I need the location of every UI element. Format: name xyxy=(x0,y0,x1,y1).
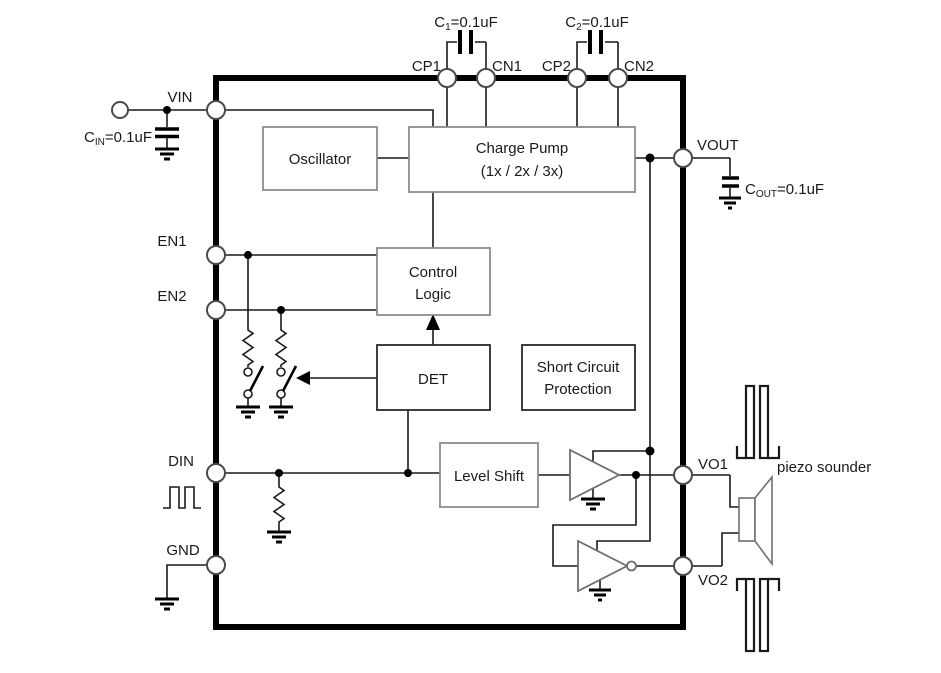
driver1-power-wire xyxy=(592,450,650,462)
din-ground-icon xyxy=(267,530,291,544)
pin-vout xyxy=(673,148,693,168)
pin-label-en1: EN1 xyxy=(157,233,186,250)
pin-gnd xyxy=(206,555,226,575)
pin-label-vin: VIN xyxy=(167,89,192,106)
control-logic-label-line1: Control xyxy=(409,264,457,281)
det-label: DET xyxy=(418,371,448,388)
driver1-ground-icon xyxy=(581,497,605,511)
driver2-inverter-icon xyxy=(577,539,629,593)
wire-nets xyxy=(128,30,741,611)
speaker-body xyxy=(738,497,756,542)
det-left-arrowhead xyxy=(296,371,310,385)
level-shift-block xyxy=(439,442,539,508)
c2-capacitor xyxy=(588,30,603,54)
pin-label-cn1: CN1 xyxy=(492,58,522,75)
pin-cn1 xyxy=(476,68,496,88)
junction-dot xyxy=(244,251,252,259)
labels: VIN EN1 EN2 DIN GND VOUT VO1 VO2 CP1 CN1… xyxy=(84,14,871,589)
cout-capacitor xyxy=(722,176,739,188)
driver2-ground-icon xyxy=(589,588,611,602)
cout-ground-icon xyxy=(719,196,741,210)
junction-dot xyxy=(277,306,285,314)
pulse-waveform-icon xyxy=(163,486,201,509)
driver1-buffer-icon xyxy=(569,448,621,502)
sound-bar xyxy=(758,384,770,460)
scp-label-line1: Short Circuit xyxy=(537,359,620,376)
pin-label-gnd: GND xyxy=(166,542,200,559)
c1-capacitor xyxy=(458,30,473,54)
cin-capacitor xyxy=(155,127,179,139)
junction-dot xyxy=(632,471,640,479)
scp-label-line2: Protection xyxy=(544,381,612,398)
pin-label-en2: EN2 xyxy=(157,288,186,305)
oscillator-label: Oscillator xyxy=(289,151,352,168)
sound-bar xyxy=(758,577,770,653)
speaker-cone xyxy=(754,474,773,567)
charge-pump-block xyxy=(408,126,636,193)
pin-din xyxy=(206,463,226,483)
junction-dot xyxy=(404,469,412,477)
din-pulldown-resistor xyxy=(272,473,286,531)
cin-ground-icon xyxy=(155,147,179,161)
det-block xyxy=(376,344,491,411)
en2-net-wire xyxy=(216,309,377,328)
sound-bar xyxy=(744,384,756,460)
short-circuit-protection-block xyxy=(521,344,636,411)
gnd-net-wire xyxy=(166,564,216,598)
pin-cn2 xyxy=(608,68,628,88)
det-up-arrowhead xyxy=(426,314,440,330)
en1-net-wire xyxy=(216,254,377,328)
pin-en2 xyxy=(206,300,226,320)
en1-resistor xyxy=(241,328,255,367)
control-logic-block xyxy=(376,247,491,316)
sound-wave-top-feet xyxy=(735,446,781,460)
junction-dot xyxy=(645,446,655,456)
junction-dot xyxy=(163,106,171,114)
piezo-sounder-label: piezo sounder xyxy=(777,459,871,476)
control-logic-label-line2: Logic xyxy=(415,286,451,303)
input-terminal xyxy=(111,101,129,119)
c2-label: C2=0.1uF xyxy=(565,14,629,33)
pin-en1 xyxy=(206,245,226,265)
pin-label-vo1: VO1 xyxy=(698,456,728,473)
pin-vo2 xyxy=(673,556,693,576)
sound-bar xyxy=(744,577,756,653)
pin-label-din: DIN xyxy=(168,453,194,470)
pin-vo1 xyxy=(673,465,693,485)
level-shift-label: Level Shift xyxy=(454,468,525,485)
piezo-sounder-icon xyxy=(735,384,781,653)
en2-resistor xyxy=(274,328,288,367)
pin-label-cp2: CP2 xyxy=(542,58,571,75)
pin-cp1 xyxy=(437,68,457,88)
junction-dot xyxy=(275,469,283,477)
pin-vin xyxy=(206,100,226,120)
pin-label-cp1: CP1 xyxy=(412,58,441,75)
c1-label: C1=0.1uF xyxy=(434,14,498,33)
pin-cp2 xyxy=(567,68,587,88)
en1-switch-icon xyxy=(236,365,265,419)
gnd-ground-icon xyxy=(155,597,179,611)
en2-switch-icon xyxy=(269,365,298,419)
pins xyxy=(111,68,693,576)
oscillator-block xyxy=(262,126,378,191)
driver2-inverting-bubble-icon xyxy=(626,560,637,572)
pin-label-vout: VOUT xyxy=(697,137,739,154)
driver2-input-wire xyxy=(552,475,637,567)
cin-label: CIN=0.1uF xyxy=(84,129,152,148)
pin-label-cn2: CN2 xyxy=(624,58,654,75)
junction-dots xyxy=(163,106,655,479)
vin-net-wire xyxy=(128,109,434,127)
charge-pump-label-line1: Charge Pump xyxy=(476,140,569,157)
sound-wave-bottom-feet xyxy=(735,577,781,591)
charge-pump-label-line2: (1x / 2x / 3x) xyxy=(481,163,564,180)
junction-dot xyxy=(645,153,655,163)
cout-label: COUT=0.1uF xyxy=(745,181,824,200)
pin-label-vo2: VO2 xyxy=(698,572,728,589)
